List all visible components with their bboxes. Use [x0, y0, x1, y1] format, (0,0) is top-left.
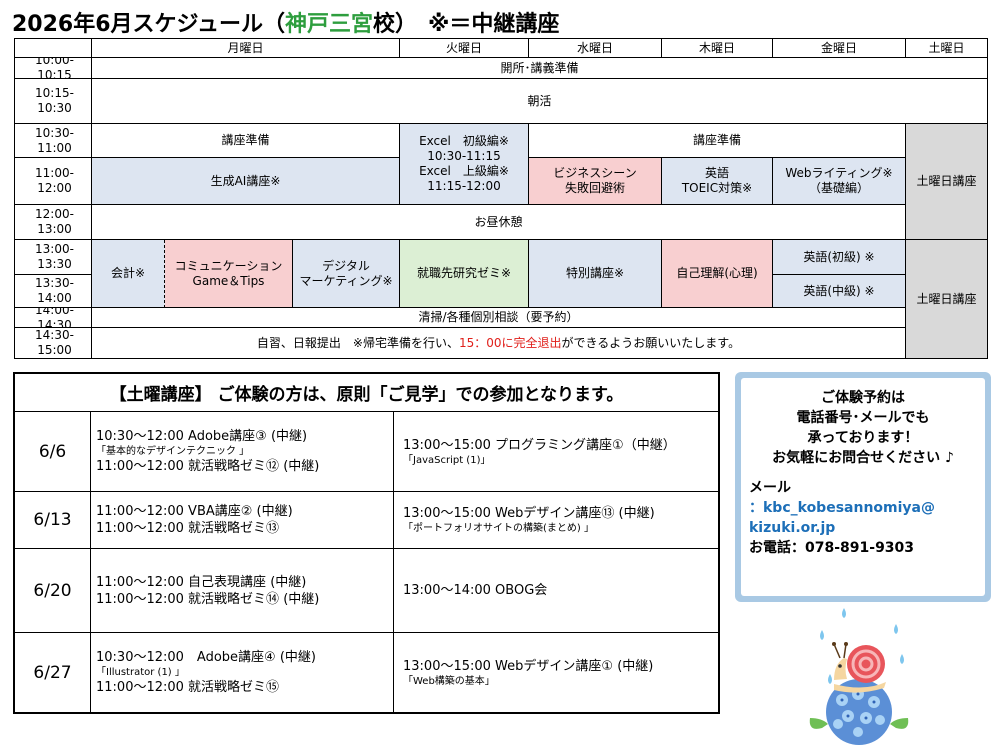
row-morning: 11:00～12:00 自己表現講座 (中継) 11:00～12:00 就活戦略… [91, 549, 394, 632]
lunch-cell: お昼休憩 [92, 205, 906, 240]
day-header-fri: 金曜日 [773, 39, 906, 58]
table-row: 6/13 11:00～12:00 VBA講座② (中継) 11:00～12:00… [15, 492, 718, 549]
contact-info-box: ご体験予約は 電話番号･メールでも 承っております！ お気軽にお問合せください … [735, 372, 991, 602]
phone-number: お電話：078-891-9303 [749, 540, 915, 556]
campus-name: 神戸三宮 [285, 12, 374, 37]
tue-job-research-cell: 就職先研究ゼミ※ [400, 240, 529, 308]
row-afternoon: 13:00～15:00 Webデザイン講座① (中継) 「Web構築の基本」 [403, 658, 654, 687]
time-slot: 12:00-13:00 [15, 205, 92, 240]
row-date: 6/6 [15, 412, 91, 491]
email-link[interactable]: ：kbc_kobesannomiya@kizuki.or.jp [749, 500, 935, 536]
fri-web-writing-cell: Webライティング※ （基礎編） [773, 158, 906, 205]
thu-english-cell: 英語 TOEIC対策※ [662, 158, 773, 205]
wed-special-cell: 特別講座※ [529, 240, 662, 308]
tue-excel-cell: Excel 初級編※ 10:30-11:15 Excel 上級編※ 11:15-… [400, 124, 529, 205]
fri-english-basic-cell: 英語(初級) ※ [773, 240, 906, 275]
exit-warning: 15：00に完全退出 [458, 335, 562, 350]
table-row: 6/20 11:00～12:00 自己表現講座 (中継) 11:00～12:00… [15, 549, 718, 633]
day-header-wed: 水曜日 [529, 39, 662, 58]
table-row: 6/27 10:30～12:00 Adobe講座④ (中継) 「Illustra… [15, 633, 718, 712]
mon-accounting-cell: 会計※ [92, 240, 165, 308]
mon-prep-cell: 講座準備 [92, 124, 400, 158]
row-date: 6/27 [15, 633, 91, 712]
row-afternoon: 13:00～15:00 Webデザイン講座⑬ (中継) 「ポートフォリオサイトの… [403, 506, 655, 534]
time-slot: 13:00-13:30 [15, 240, 92, 275]
morning-activity-cell: 朝活 [92, 79, 987, 124]
self-study-cell: 自習、日報提出 ※帰宅準備を行い、15：00に完全退出ができるようお願いいたしま… [92, 328, 906, 358]
row-date: 6/20 [15, 549, 91, 632]
mail-label: メール [749, 480, 791, 496]
row-morning: 10:30～12:00 Adobe講座③ (中継) 「基本的なデザインテクニック… [91, 412, 394, 491]
fri-english-mid-cell: 英語(中級) ※ [773, 275, 906, 308]
time-slot: 13:30-14:00 [15, 275, 92, 308]
row-date: 6/13 [15, 492, 91, 548]
time-slot: 14:00-14:30 [15, 308, 92, 328]
time-slot: 11:00-12:00 [15, 158, 92, 205]
table-row: 6/6 10:30～12:00 Adobe講座③ (中継) 「基本的なデザインテ… [15, 412, 718, 492]
sat-pm-cell: 土曜日講座 [906, 240, 987, 358]
row-afternoon: 13:00～15:00 プログラミング講座①（中継） 「JavaScript (… [403, 437, 676, 466]
time-slot: 14:30-15:00 [15, 328, 92, 358]
trial-message: ご体験予約は 電話番号･メールでも 承っております！ お気軽にお問合せください … [772, 390, 954, 466]
mon-digital-marketing-cell: デジタル マーケティング※ [293, 240, 400, 308]
row-morning: 10:30～12:00 Adobe講座④ (中継) 「Illustrator (… [91, 633, 394, 712]
opening-cell: 開所･講義準備 [92, 58, 987, 79]
wed-biz-cell: ビジネスシーン 失敗回避術 [529, 158, 662, 205]
day-header-mon: 月曜日 [92, 39, 400, 58]
page-title: 2026年6月スケジュール（神戸三宮校） ※＝中継講座 [12, 12, 560, 37]
time-slot: 10:00-10:15 [15, 58, 92, 79]
day-header-thu: 木曜日 [662, 39, 773, 58]
raindrop-icon [820, 608, 904, 684]
row-morning: 11:00～12:00 VBA講座② (中継) 11:00～12:00 就活戦略… [91, 492, 394, 548]
wed-fri-prep-cell: 講座準備 [529, 124, 906, 158]
cleaning-cell: 清掃/各種個別相談（要予約） [92, 308, 906, 328]
time-slot: 10:15-10:30 [15, 79, 92, 124]
saturday-header: 【土曜講座】 ご体験の方は、原則「ご見学」での参加となります。 [15, 374, 718, 412]
mon-ai-cell: 生成AI講座※ [92, 158, 400, 205]
saturday-lectures-table: 【土曜講座】 ご体験の方は、原則「ご見学」での参加となります。 6/6 10:3… [13, 372, 720, 714]
day-header-sat: 土曜日 [906, 39, 987, 58]
sat-am-cell: 土曜日講座 [906, 124, 987, 240]
snail-on-hydrangea-illustration [809, 608, 909, 745]
day-header-tue: 火曜日 [400, 39, 529, 58]
weekly-timetable: 月曜日 火曜日 水曜日 木曜日 金曜日 土曜日 10:00-10:15 10:1… [14, 38, 988, 359]
corner-cell [15, 39, 92, 58]
mon-communication-cell: コミュニケーション Game＆Tips [165, 240, 293, 308]
row-afternoon: 13:00～14:00 OBOG会 [403, 583, 548, 598]
time-slot: 10:30-11:00 [15, 124, 92, 158]
thu-self-understanding-cell: 自己理解(心理) [662, 240, 773, 308]
